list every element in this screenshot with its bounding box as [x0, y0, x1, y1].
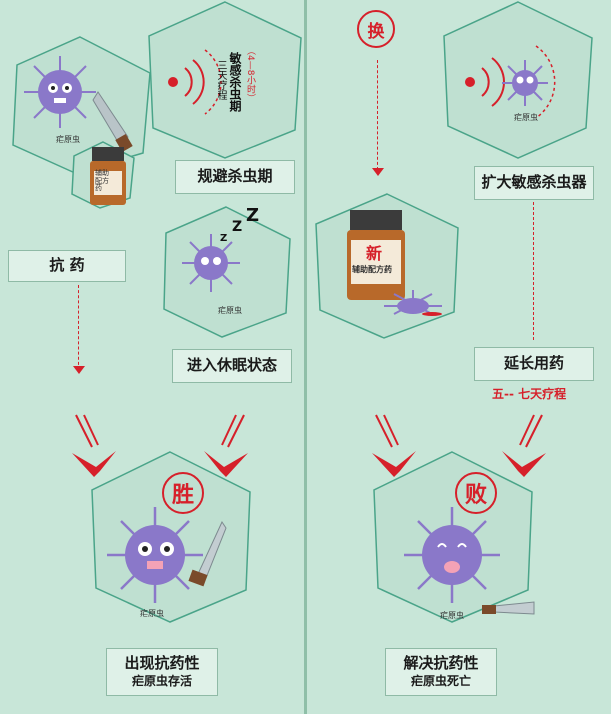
period-text: 敏感杀虫期	[228, 52, 242, 112]
chevron-right-icon	[502, 414, 546, 477]
hex-dormant	[163, 206, 291, 338]
extend-label: 延长用药	[474, 347, 594, 381]
result-right-title: 解决抗药性	[403, 654, 479, 673]
chevron-left-icon	[372, 414, 416, 477]
chevron-right-icon	[204, 414, 248, 477]
new-bottle-main: 新	[366, 244, 383, 263]
parasite-label: 疟原虫	[56, 135, 80, 144]
svg-text:Z: Z	[246, 205, 259, 226]
result-left-title: 出现抗药性	[124, 654, 200, 673]
sword-icon	[188, 520, 227, 587]
result-right-label: 解决抗药性 疟原虫死亡	[385, 648, 497, 696]
course-text: 五-- 七天疗程	[492, 387, 567, 401]
win-seal: 胜	[162, 472, 204, 514]
parasite-icon	[502, 60, 548, 106]
avoid-period-label: 规避杀虫期	[175, 160, 295, 194]
period-course: 三天疗程	[215, 60, 226, 100]
dying-parasite-icon	[404, 507, 500, 603]
bottle-label: 辅助配方药	[95, 169, 109, 193]
lose-seal: 败	[455, 472, 497, 514]
armed-parasite-icon	[107, 507, 203, 603]
right-dashed-line	[533, 202, 534, 340]
switch-seal: 换	[357, 10, 395, 48]
dormant-parasite-label: 疟原虫	[218, 306, 242, 315]
dormant-label: 进入休眠状态	[172, 349, 292, 383]
arrow-down-icon	[372, 168, 384, 176]
left-dashed-arrow	[78, 285, 79, 370]
hex-sensitive-period	[148, 1, 302, 159]
parasite-label: 疟原虫	[514, 113, 538, 122]
dead-parasite-icon	[384, 290, 442, 316]
medicine-bottle-icon	[90, 147, 126, 205]
chevron-left-icon	[72, 414, 116, 477]
result-left-sub: 疟原虫存活	[131, 673, 192, 688]
center-divider	[304, 0, 307, 714]
sleeping-parasite-icon	[182, 234, 240, 292]
right-dashed-arrow	[377, 60, 378, 170]
new-bottle-sub: 辅助配方药	[352, 265, 392, 274]
result-right-sub: 疟原虫死亡	[410, 673, 471, 688]
svg-text:Z: Z	[232, 219, 242, 235]
expand-label: 扩大敏感杀虫器	[474, 166, 594, 200]
arrow-down-icon	[73, 366, 85, 374]
period-hours: （4—8小时）	[245, 46, 255, 103]
parasite-icon	[24, 56, 96, 128]
knife-icon	[482, 601, 535, 615]
result-left-label: 出现抗药性 疟原虫存活	[106, 648, 218, 696]
new-medicine-bottle-icon	[347, 210, 405, 300]
drug-resistance-label: 抗 药	[8, 250, 126, 282]
sleep-zzz-icon: Z Z Z	[220, 205, 259, 244]
result-parasite-label: 疟原虫	[140, 609, 164, 618]
signal-icon	[168, 49, 222, 115]
svg-text:Z: Z	[220, 233, 227, 244]
knife-icon	[92, 91, 133, 153]
result-parasite-label: 疟原虫	[440, 611, 464, 620]
